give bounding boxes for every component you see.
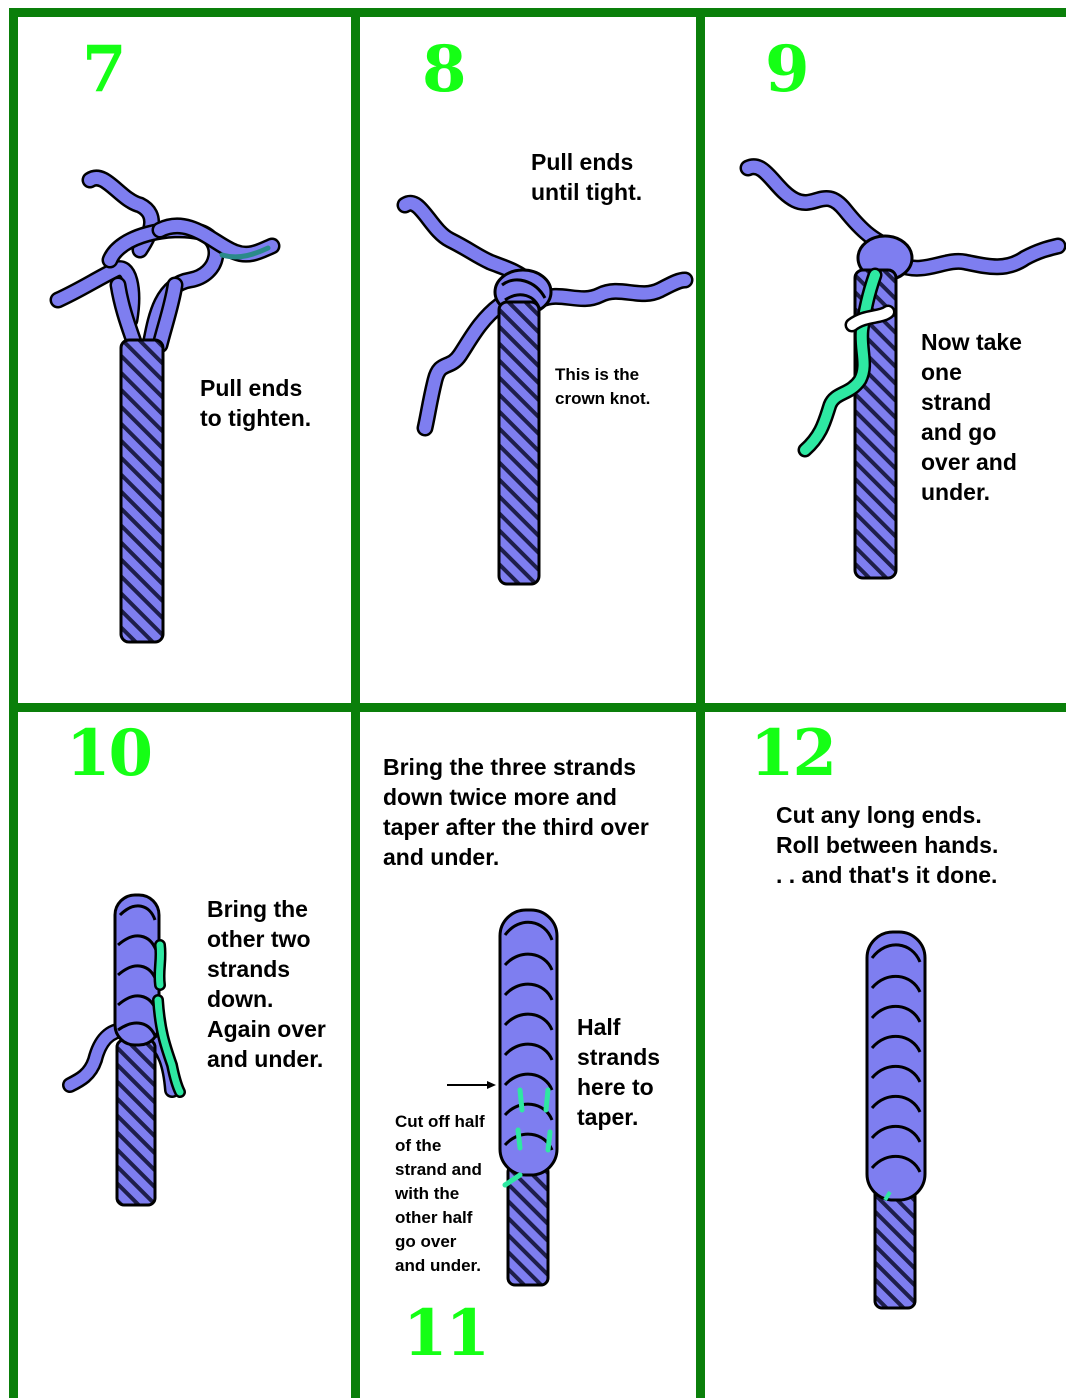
step-9-caption: Now take one strand and go over and unde… xyxy=(921,327,1022,507)
rope-shaft xyxy=(508,1165,548,1285)
rope-strand xyxy=(58,178,272,345)
step-number-12: 12 xyxy=(750,722,835,786)
rope-shaft xyxy=(117,1040,155,1205)
step-7-caption: Pull ends to tighten. xyxy=(200,373,311,433)
panel-10-rope xyxy=(70,895,180,1205)
rope-shaft xyxy=(121,340,163,642)
step-number-10: 10 xyxy=(66,722,151,786)
panel-12-rope xyxy=(867,932,925,1308)
step-11-caption: Bring the three strands down twice more … xyxy=(383,752,649,872)
taper-caption: Half strands here to taper. xyxy=(577,1012,660,1132)
braid-section xyxy=(115,895,159,1045)
step-number-8: 8 xyxy=(422,38,465,102)
step-12-caption: Cut any long ends. Roll between hands. .… xyxy=(776,800,998,890)
crown-knot-note: This is the crown knot. xyxy=(555,363,650,411)
step-number-7: 7 xyxy=(82,38,125,102)
step-number-11: 11 xyxy=(403,1302,488,1366)
step-10-caption: Bring the other two strands down. Again … xyxy=(207,894,326,1074)
arrow-icon xyxy=(447,1081,496,1089)
step-8-caption: Pull ends until tight. xyxy=(531,147,642,207)
rope-shaft xyxy=(499,302,539,584)
braid-section xyxy=(867,932,925,1200)
step-number-9: 9 xyxy=(765,38,808,102)
cut-half-note: Cut off half of the strand and with the … xyxy=(395,1110,485,1278)
